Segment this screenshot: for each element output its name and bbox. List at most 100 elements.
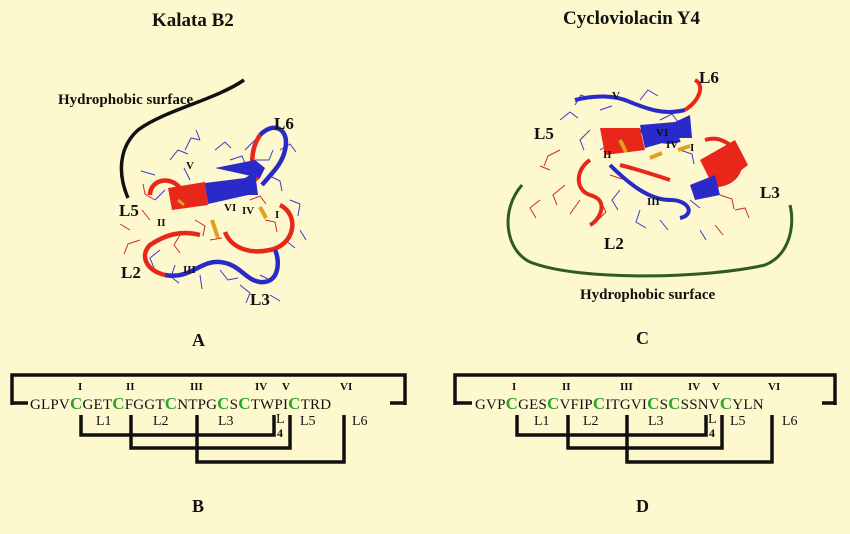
cys-label-c-vi: VI (656, 127, 669, 139)
cys-label-c-iv: IV (666, 139, 679, 151)
seq-b-part: NTPG (177, 397, 218, 413)
sidechains-c (529, 89, 750, 241)
loop-label-c-l5: L5 (534, 124, 554, 143)
seq-b-cys-v: C (238, 394, 251, 413)
seq-d-roman-iv: IV (688, 381, 701, 393)
cys-label-c-i: I (690, 142, 695, 154)
cys-label-a-vi: VI (224, 202, 237, 214)
seq-b-roman-ii: II (126, 381, 135, 393)
disulfide-a3 (177, 198, 185, 207)
cys-label-c-ii: II (603, 149, 612, 161)
title-kalata-b2: Kalata B2 (152, 10, 234, 31)
seq-b-roman-iv: IV (255, 381, 268, 393)
cys-label-a-v: V (186, 160, 194, 172)
seq-d-cys-v: C (668, 394, 681, 413)
seq-d-cys-vi: C (719, 394, 733, 413)
seq-b-part: GLPV (30, 397, 70, 413)
seq-b-cys-i: C (69, 394, 83, 413)
seq-d-loop-l2: L2 (583, 414, 599, 429)
seq-d-cys-iii: C (592, 394, 606, 413)
seq-d-part: YLN (732, 397, 764, 413)
sequence-brackets-b (10, 373, 407, 464)
sidechains-a (119, 129, 307, 304)
disulfide-a1 (210, 219, 220, 239)
panel-letter-c: C (636, 328, 649, 348)
seq-d-roman-v: V (712, 381, 720, 393)
seq-b-part: FGGT (124, 397, 165, 413)
loop-label-a-l3: L3 (250, 290, 270, 309)
seq-d-part: S (659, 397, 669, 413)
disulfide-a2 (258, 206, 268, 219)
strand-blue-c2 (690, 175, 720, 200)
seq-d-cys-ii: C (547, 394, 560, 413)
hydrophobic-surface-label-a: Hydrophobic surface (58, 92, 194, 108)
seq-b-loop-l4-b: 4 (277, 426, 283, 440)
seq-b-roman-v: V (282, 381, 290, 393)
seq-d-cys-i: C (505, 394, 519, 413)
disulfide-c3 (677, 144, 691, 152)
loop-label-c-l2: L2 (604, 234, 624, 253)
strand-blue-a2 (215, 160, 265, 178)
panel-letter-d: D (636, 496, 649, 516)
strand-blue-c (640, 115, 692, 148)
backbone-red-a (142, 133, 295, 278)
seq-d-part: GES (518, 397, 548, 413)
seq-d-loop-l3: L3 (648, 414, 664, 429)
seq-b-loop-l6: L6 (352, 414, 368, 429)
loop-label-c-l6: L6 (699, 68, 719, 87)
loop-label-a-l2: L2 (121, 263, 141, 282)
seq-b-part: S (229, 397, 239, 413)
seq-d-part: GVP (475, 397, 506, 413)
seq-d-loop-l5: L5 (730, 414, 746, 429)
cys-label-a-iv: IV (242, 205, 255, 217)
seq-d-roman-iii: III (620, 381, 633, 393)
seq-b-part: GET (82, 397, 113, 413)
seq-b-roman-iii: III (190, 381, 203, 393)
seq-b-cys-iv: C (217, 394, 230, 413)
helix-red-a (168, 182, 208, 210)
seq-d-part: ITGVI (605, 397, 648, 413)
seq-b-loop-l1: L1 (96, 414, 112, 429)
seq-b-roman-vi: VI (340, 381, 353, 393)
sequence-d: GVPCGESCVFIPCITGVICSCSSNVCYLN (475, 394, 764, 414)
seq-d-loop-l4-b: 4 (709, 426, 715, 440)
seq-b-loop-l4-a: L (276, 412, 285, 427)
seq-b-cys-iii: C (164, 394, 178, 413)
backbone-red-c (576, 78, 743, 227)
cys-label-a-iii: III (183, 264, 196, 276)
seq-d-roman-ii: II (562, 381, 571, 393)
cys-label-c-v: V (612, 90, 620, 102)
strand-blue-a (205, 172, 258, 204)
hydrophobic-surface-label-c: Hydrophobic surface (580, 287, 716, 303)
seq-d-part: VFIP (559, 397, 593, 413)
loop-label-c-l3: L3 (760, 183, 780, 202)
seq-d-loop-l6: L6 (782, 414, 798, 429)
seq-b-cys-vi: C (288, 394, 301, 413)
panel-letter-a: A (192, 330, 205, 350)
loop-label-a-l6: L6 (274, 114, 294, 133)
disulfide-c1 (618, 139, 628, 153)
panel-letter-b: B (192, 496, 205, 516)
seq-d-roman-vi: VI (768, 381, 781, 393)
seq-b-part: TRD (300, 397, 332, 413)
seq-b-loop-l3: L3 (218, 414, 234, 429)
hydrophobic-surface-curve-a (119, 78, 245, 199)
seq-b-loop-l2: L2 (153, 414, 169, 429)
sequence-brackets-d (453, 373, 837, 464)
disulfide-c2 (649, 151, 663, 160)
seq-d-roman-i: I (512, 381, 517, 393)
seq-d-loop-l4-a: L (708, 412, 717, 427)
seq-d-cys-iv: C (647, 394, 660, 413)
title-cycloviolacin-y4: Cycloviolacin Y4 (563, 8, 701, 29)
cys-label-c-iii: III (647, 196, 660, 208)
hydrophobic-surface-curve-c (506, 184, 794, 278)
seq-b-loop-l5: L5 (300, 414, 316, 429)
seq-b-roman-i: I (78, 381, 83, 393)
cys-label-a-i: I (275, 209, 280, 221)
seq-d-part: SSNV (680, 397, 720, 413)
sequence-b: GLPVCGETCFGGTCNTPGCSCTWPICTRD (30, 394, 331, 414)
seq-b-part: TWPI (250, 397, 289, 413)
loop-label-a-l5: L5 (119, 201, 139, 220)
seq-d-loop-l1: L1 (534, 414, 550, 429)
